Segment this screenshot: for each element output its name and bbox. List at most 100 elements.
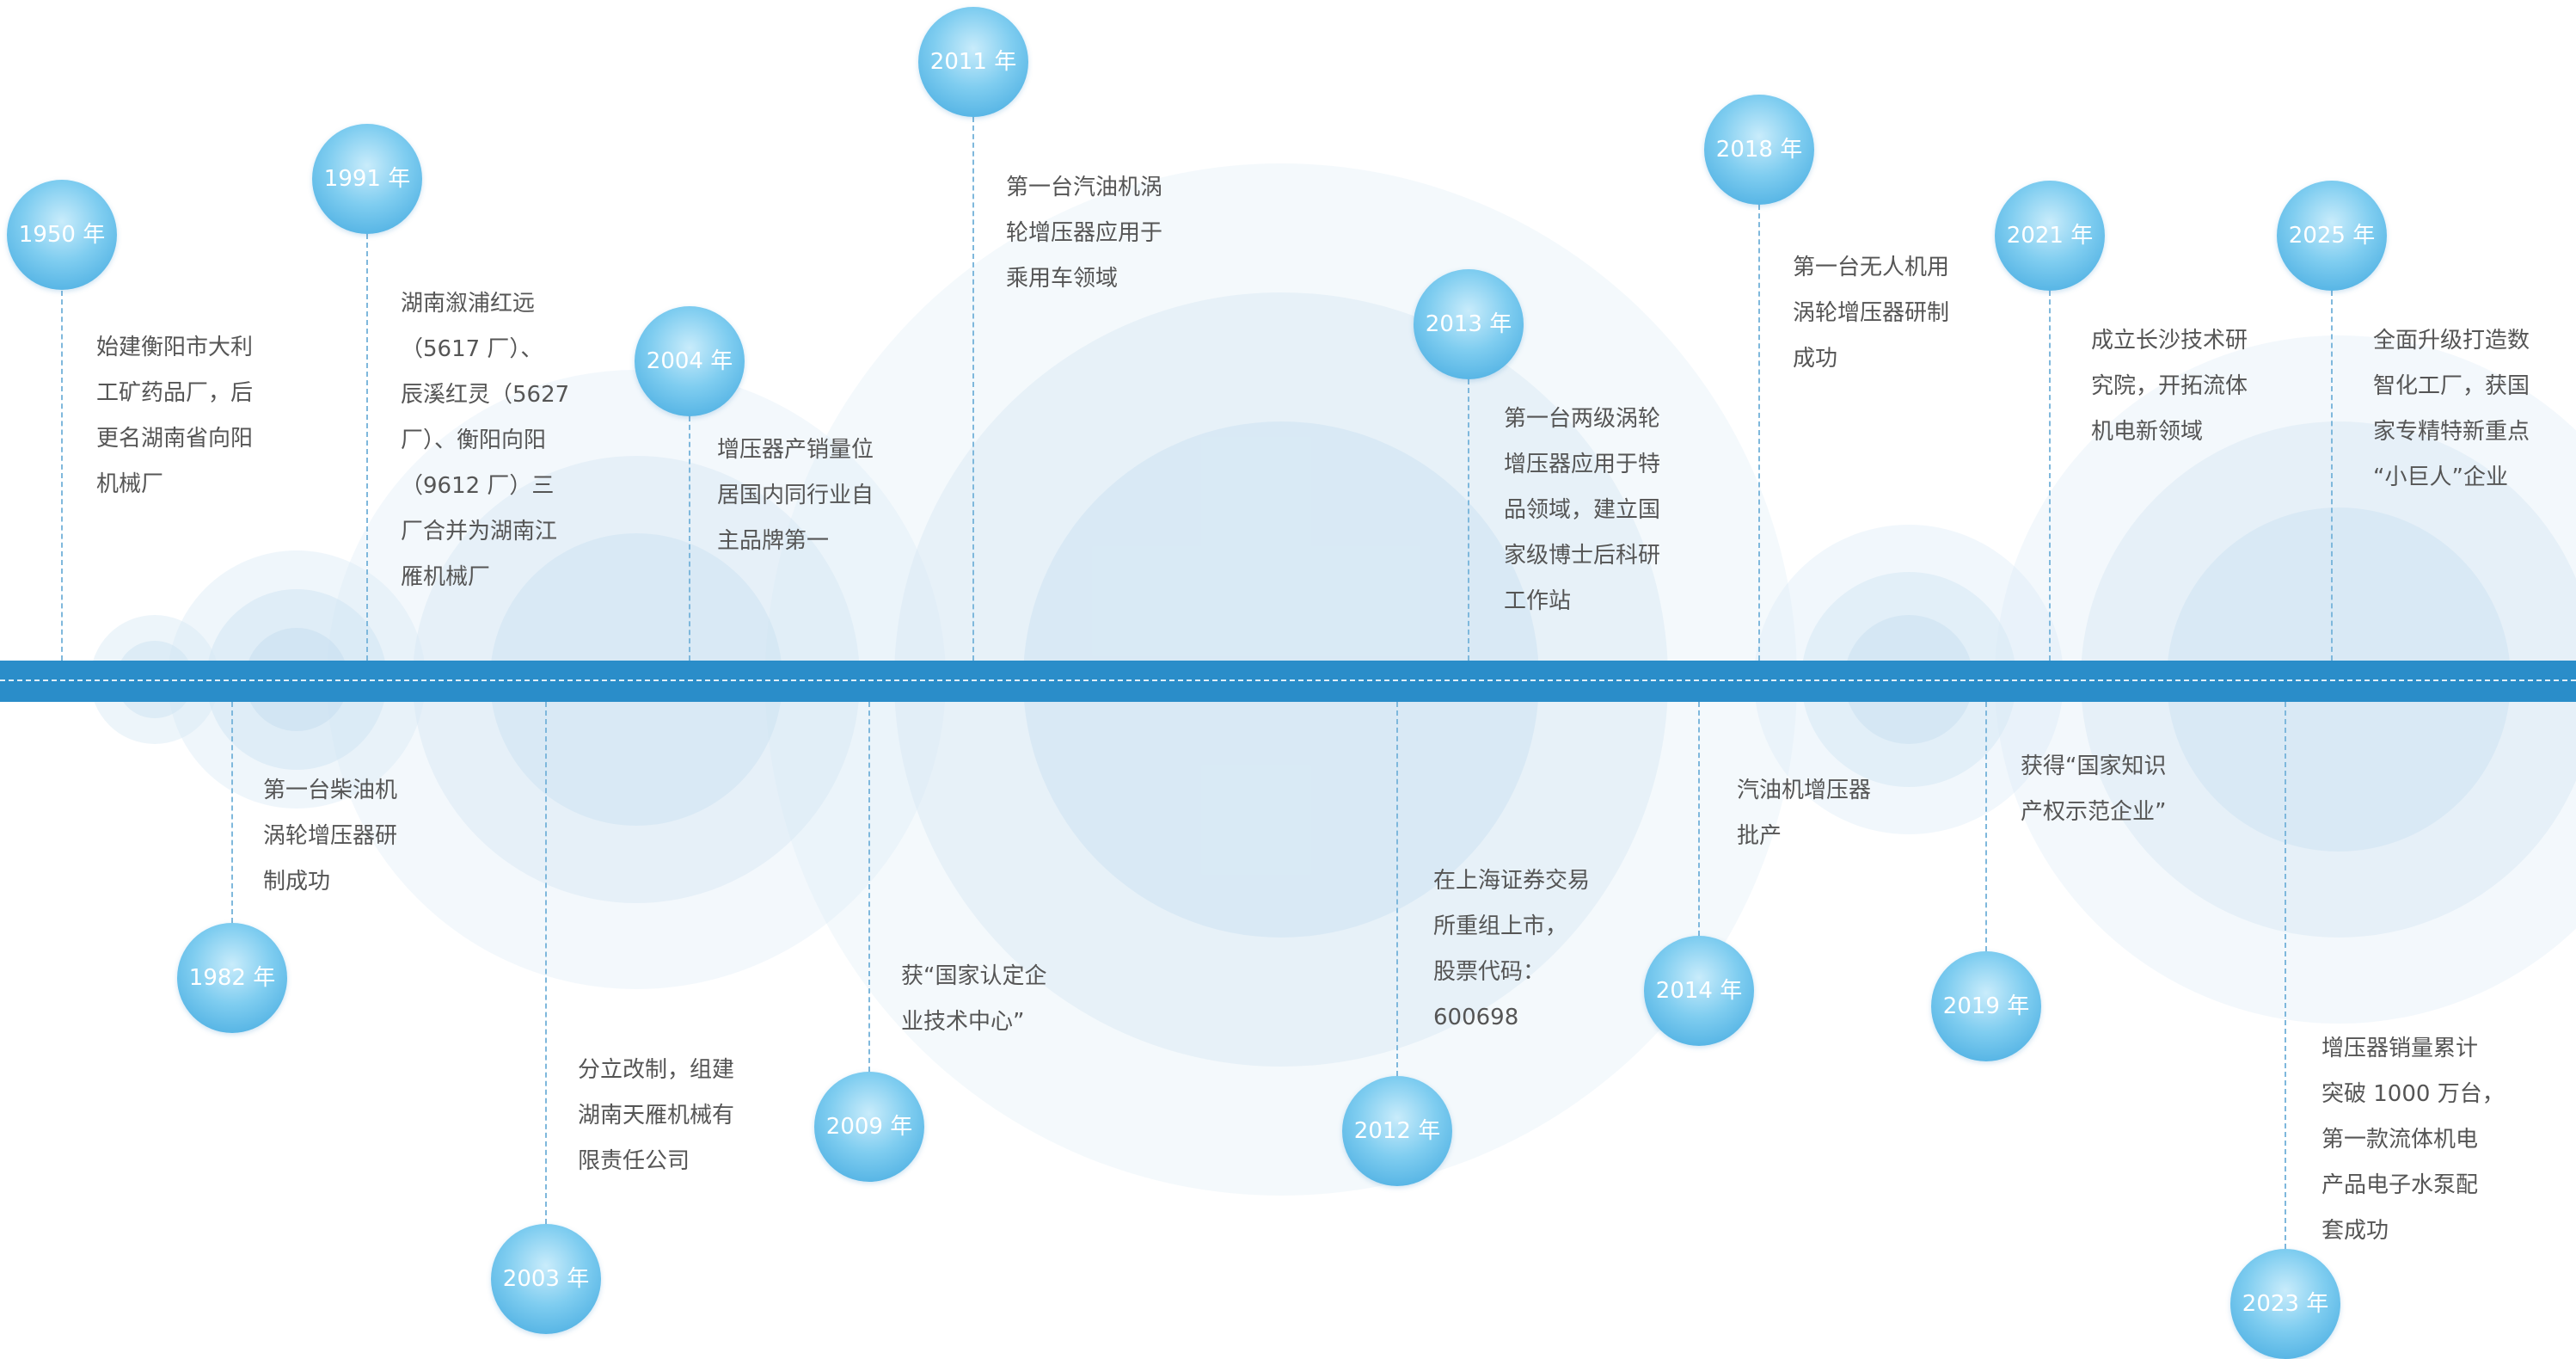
event-description-line: 辰溪红灵（5627 — [401, 382, 570, 408]
event-description-line: 增压器应用于特 — [1504, 452, 1661, 477]
event-description-line: 批产 — [1737, 823, 1782, 849]
event-description-line: 获“国家认定企 — [901, 963, 1047, 989]
event-description-line: 增压器产销量位 — [717, 437, 874, 463]
event-description-line: 湖南溆浦红远 — [401, 291, 536, 317]
event-description-line: 更名湖南省向阳 — [96, 426, 254, 452]
event-description-line: 第一台汽油机涡 — [1006, 175, 1163, 200]
event-description-line: 家级博士后科研 — [1504, 543, 1661, 569]
event-description: 在上海证券交易所重组上市， 股票代码： 600698 — [1433, 858, 1614, 1041]
event-description-line: 分立改制，组建 — [578, 1057, 735, 1083]
event-description-line: （9612 厂）三 — [401, 473, 555, 499]
event-description-line: 股票代码： — [1433, 959, 1546, 985]
year-bubble: 2018 年 — [1704, 95, 1814, 205]
event-connector-line — [545, 702, 547, 1224]
event-description-line: 工作站 — [1504, 588, 1572, 614]
event-description-line: 获得“国家知识 — [2021, 753, 2167, 779]
event-connector-line — [231, 702, 233, 923]
event-description: 汽油机增压器批产 — [1737, 768, 1909, 859]
event-connector-line — [1396, 702, 1398, 1076]
year-bubble: 2011 年 — [918, 7, 1028, 117]
year-bubble: 2021 年 — [1995, 181, 2105, 291]
event-description-line: 湖南天雁机械有 — [578, 1103, 735, 1128]
event-description-line: 智化工厂，获国 — [2373, 373, 2530, 399]
year-bubble: 2012 年 — [1342, 1076, 1452, 1186]
event-description: 获“国家认定企业技术中心” — [901, 954, 1082, 1045]
year-bubble: 1950 年 — [7, 180, 117, 290]
event-description-line: 机械厂 — [96, 471, 164, 497]
event-description-line: 厂）、衡阳向阳 — [401, 427, 547, 453]
event-description-line: 工矿药品厂，后 — [96, 380, 254, 406]
event-connector-line — [868, 702, 870, 1072]
event-description: 全面升级打造数智化工厂，获国家专精特新重点 “小巨人”企业 — [2373, 318, 2554, 501]
event-description-line: 突破 1000 万台， — [2321, 1081, 2505, 1107]
event-description: 成立长沙技术研究院，开拓流体机电新领域 — [2091, 318, 2272, 455]
year-bubble: 2025 年 — [2277, 181, 2387, 291]
year-bubble: 2009 年 — [814, 1072, 924, 1182]
event-description-line: 汽油机增压器 — [1737, 778, 1872, 803]
event-description-line: 成立长沙技术研 — [2091, 328, 2248, 354]
event-description-line: 在上海证券交易 — [1433, 868, 1591, 894]
event-description-line: 增压器销量累计 — [2321, 1036, 2479, 1061]
event-description-line: 限责任公司 — [578, 1148, 690, 1174]
event-description: 第一台无人机用涡轮增压器研制成功 — [1793, 245, 1973, 382]
event-description-line: 居国内同行业自 — [717, 483, 874, 508]
event-connector-line — [2285, 702, 2286, 1249]
event-description: 分立改制，组建湖南天雁机械有限责任公司 — [578, 1048, 758, 1184]
event-description-line: 究院，开拓流体 — [2091, 373, 2248, 399]
event-connector-line — [2331, 291, 2333, 661]
timeline-bar — [0, 661, 2576, 702]
event-description-line: 品领域，建立国 — [1504, 497, 1661, 523]
event-description-line: 600698 — [1433, 1005, 1519, 1030]
event-connector-line — [1698, 702, 1700, 936]
event-connector-line — [2049, 291, 2051, 661]
year-bubble: 2004 年 — [635, 306, 745, 416]
event-description-line: 涡轮增压器研制 — [1793, 300, 1950, 326]
event-connector-line — [972, 117, 974, 661]
event-description: 增压器产销量位居国内同行业自主品牌第一 — [717, 427, 898, 564]
event-description-line: 全面升级打造数 — [2373, 328, 2530, 354]
event-connector-line — [1468, 379, 1469, 661]
event-connector-line — [1758, 205, 1760, 661]
event-description-line: 第一台无人机用 — [1793, 255, 1950, 280]
event-description-line: “小巨人”企业 — [2373, 464, 2508, 490]
timeline-center-dash — [0, 680, 2576, 681]
event-description-line: （5617 厂）、 — [401, 336, 543, 362]
event-description-line: 机电新领域 — [2091, 419, 2204, 445]
event-description: 第一台汽油机涡轮增压器应用于乘用车领域 — [1006, 165, 1187, 302]
year-bubble: 2013 年 — [1414, 269, 1524, 379]
event-description-line: 制成功 — [263, 869, 331, 895]
event-description: 第一台两级涡轮增压器应用于特品领域，建立国家级博士后科研工作站 — [1504, 397, 1684, 624]
event-description-line: 产权示范企业” — [2021, 799, 2167, 825]
event-description: 增压器销量累计突破 1000 万台， 第一款流体机电产品电子水泵配套成功 — [2321, 1026, 2519, 1254]
year-bubble: 2019 年 — [1931, 951, 2041, 1061]
event-description: 获得“国家知识产权示范企业” — [2021, 744, 2201, 835]
event-connector-line — [689, 416, 690, 661]
event-description-line: 轮增压器应用于 — [1006, 220, 1163, 246]
year-bubble: 2014 年 — [1644, 936, 1754, 1046]
event-description-line: 厂合并为湖南江 — [401, 519, 558, 544]
event-description-line: 套成功 — [2321, 1218, 2389, 1244]
year-bubble: 2003 年 — [491, 1224, 601, 1334]
event-description-line: 第一款流体机电 — [2321, 1127, 2479, 1153]
event-description-line: 所重组上市， — [1433, 913, 1568, 939]
event-connector-line — [1985, 702, 1987, 951]
event-description-line: 第一台两级涡轮 — [1504, 406, 1661, 432]
event-description-line: 乘用车领域 — [1006, 266, 1119, 292]
event-description-line: 产品电子水泵配 — [2321, 1172, 2479, 1198]
year-bubble: 2023 年 — [2230, 1249, 2340, 1359]
event-connector-line — [366, 234, 368, 661]
event-description: 始建衡阳市大利工矿药品厂，后更名湖南省向阳机械厂 — [96, 325, 277, 507]
event-description-line: 第一台柴油机 — [263, 778, 398, 803]
year-bubble: 1991 年 — [312, 124, 422, 234]
event-description-line: 始建衡阳市大利 — [96, 335, 254, 360]
event-description-line: 雁机械厂 — [401, 564, 491, 590]
event-description-line: 涡轮增压器研 — [263, 823, 398, 849]
event-description: 湖南溆浦红远 （5617 厂）、辰溪红灵（5627 厂）、衡阳向阳 （9612 厂）三… — [401, 281, 581, 600]
year-bubble: 1982 年 — [177, 923, 287, 1033]
event-description-line: 主品牌第一 — [717, 528, 830, 554]
event-connector-line — [61, 291, 63, 661]
event-description-line: 家专精特新重点 — [2373, 419, 2530, 445]
event-description: 第一台柴油机涡轮增压器研制成功 — [263, 768, 439, 905]
event-description-line: 成功 — [1793, 346, 1838, 372]
